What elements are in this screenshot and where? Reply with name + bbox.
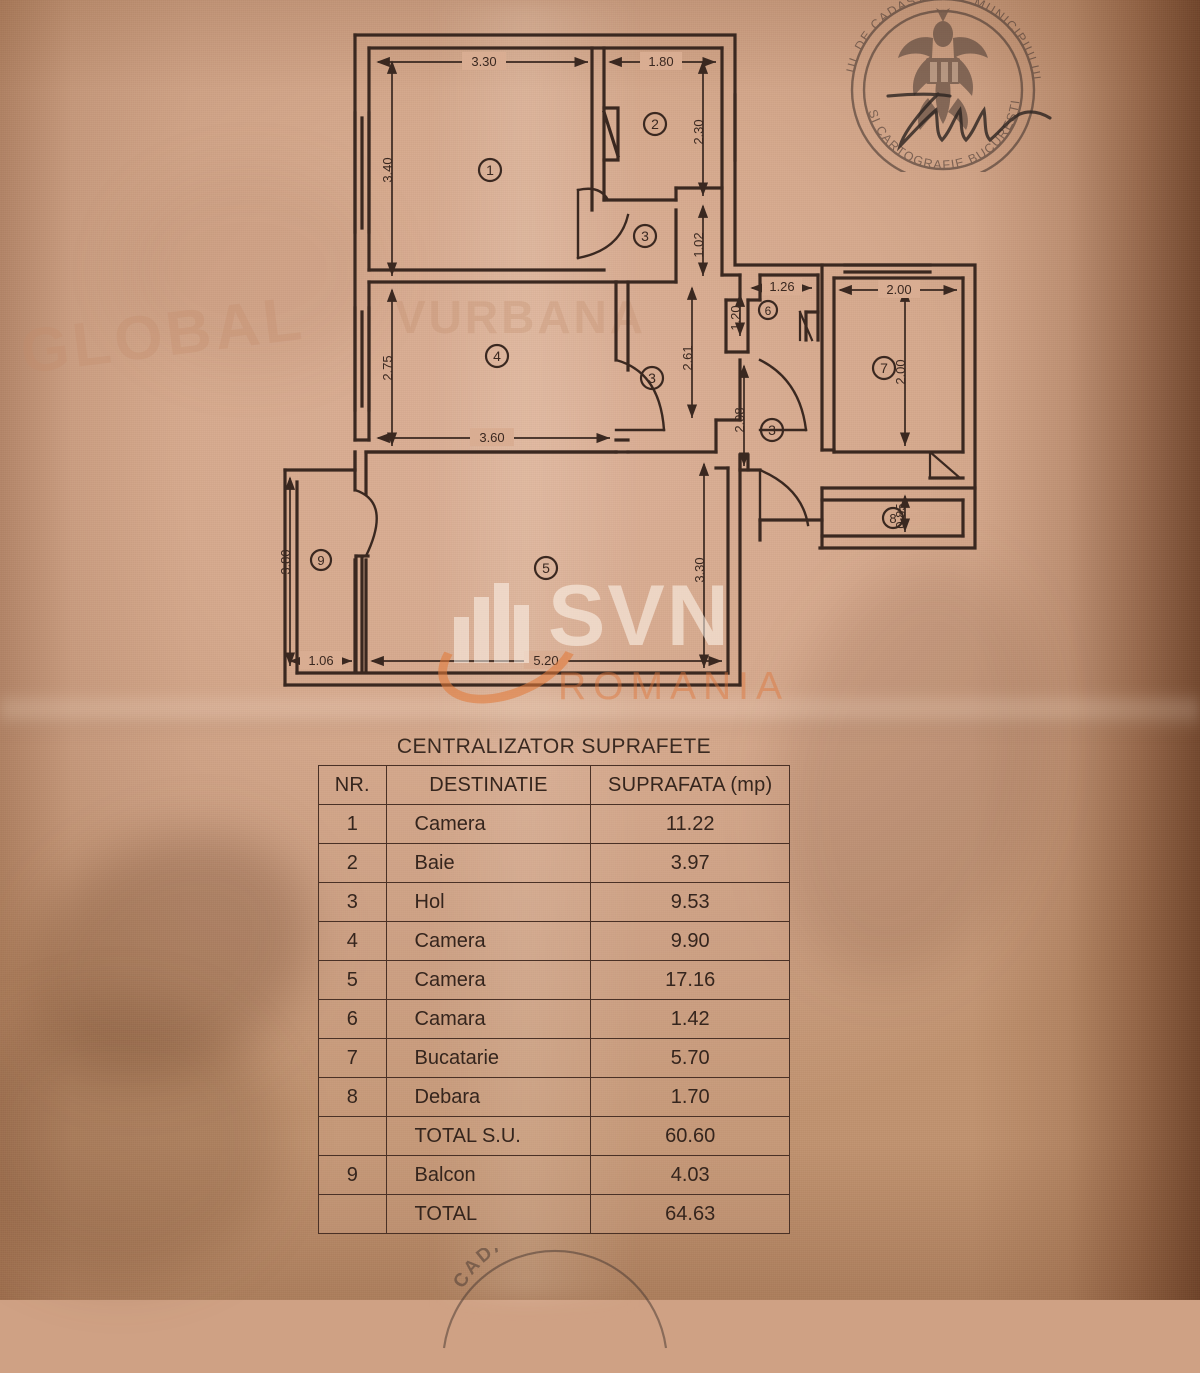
room-number-3a: 3 [641,228,649,244]
cell-nr: 6 [318,999,387,1039]
dim-2.30-room2-height: 2.30 [691,119,706,144]
room-number-8: 8 [889,511,896,526]
cell-area: 3.97 [590,843,790,883]
table-title: CENTRALIZATOR SUPRAFETE [396,735,712,758]
cell-nr: 4 [318,921,387,961]
cell-destination: TOTAL S.U. [385,1116,592,1156]
room-marker-9 [309,548,333,572]
dim-3.30-room1-width: 3.30 [471,54,496,69]
cell-area: 1.70 [590,1077,790,1117]
cell-nr: 7 [318,1038,387,1078]
room-number-1: 1 [486,162,494,178]
dim-3.30-room5-height: 3.30 [692,557,707,582]
dim-2.61-hall: 2.61 [680,345,695,370]
cell-nr [318,1116,387,1156]
room-marker-3b [639,365,665,391]
room-marker-1 [477,157,503,183]
dim-5.20-room5-width: 5.20 [533,653,558,668]
cell-area: 64.63 [590,1194,790,1234]
cell-nr: 8 [318,1077,387,1117]
dim-1.20-room6-height: 1.20 [728,305,743,330]
dim-1.02-hall: 1.02 [691,232,706,257]
dim-2.75-room4-height: 2.75 [380,355,395,380]
floor-plan-drawing: 3.30 3.40 1.80 2.30 1.02 2.75 3.60 2.61 … [278,33,977,687]
dim-2.00-room7-height: 2.00 [893,359,908,384]
cell-area: 9.90 [590,921,790,961]
dim-2.00-room7-width: 2.00 [886,282,911,297]
dim-1.26-room6-width: 1.26 [769,279,794,294]
cell-area: 9.53 [590,882,790,922]
room-marker-4 [484,343,510,369]
room-marker-8 [881,506,905,530]
header-area: SUPRAFATA (mp) [590,765,790,805]
room-number-3b: 3 [648,370,656,386]
header-nr: NR. [318,765,387,805]
room-number-4: 4 [493,348,501,364]
room-marker-2 [642,111,668,137]
cell-area: 1.42 [590,999,790,1039]
dim-1.06-balcony-width: 1.06 [308,653,333,668]
cell-destination: Baie [385,843,592,883]
cell-destination: Camara [385,999,592,1039]
cell-area: 60.60 [590,1116,790,1156]
cell-destination: Camera [385,960,592,1000]
room-number-9: 9 [317,553,324,568]
dim-1.80-room2-width: 1.80 [648,54,673,69]
cell-nr: 1 [318,804,387,844]
cell-area: 5.70 [590,1038,790,1078]
cell-destination: Camera [385,921,592,961]
area-summary-section: CENTRALIZATOR SUPRAFETE NR. DESTINATIE S… [314,735,794,1234]
cell-area: 11.22 [590,804,790,844]
room-number-2: 2 [651,116,659,132]
room-marker-5 [533,555,559,581]
cell-destination: Debara [385,1077,592,1117]
header-destination: DESTINATIE [385,765,592,805]
dim-3.80-balcony-height: 3.80 [278,549,293,574]
cell-nr: 2 [318,843,387,883]
dim-3.60-room4-width: 3.60 [479,430,504,445]
cell-nr: 3 [318,882,387,922]
cell-nr [318,1194,387,1234]
table-header-row: NR. DESTINATIE SUPRAFATA (mp) [318,765,790,805]
dim-3.40-room1-height: 3.40 [380,157,395,182]
cell-nr: 9 [318,1155,387,1195]
room-marker-3a [632,223,658,249]
cell-destination: Balcon [385,1155,592,1195]
cell-area: 4.03 [590,1155,790,1195]
cell-destination: Camera [385,804,592,844]
room-marker-3c [759,417,785,443]
room-marker-7 [871,355,897,381]
cell-destination: Bucatarie [385,1038,592,1078]
cell-nr: 5 [318,960,387,1000]
room-number-7: 7 [880,360,888,376]
room-marker-6 [757,299,779,321]
cell-destination: Hol [385,882,592,922]
dim-2.08-hall: 2.08 [732,407,747,432]
cell-destination: TOTAL [385,1194,592,1234]
room-number-5: 5 [542,560,550,576]
table-row: TOTAL S.U.60.60 [318,1116,790,1156]
cell-area: 17.16 [590,960,790,1000]
room-number-6: 6 [765,304,772,318]
room-number-3c: 3 [768,422,776,438]
